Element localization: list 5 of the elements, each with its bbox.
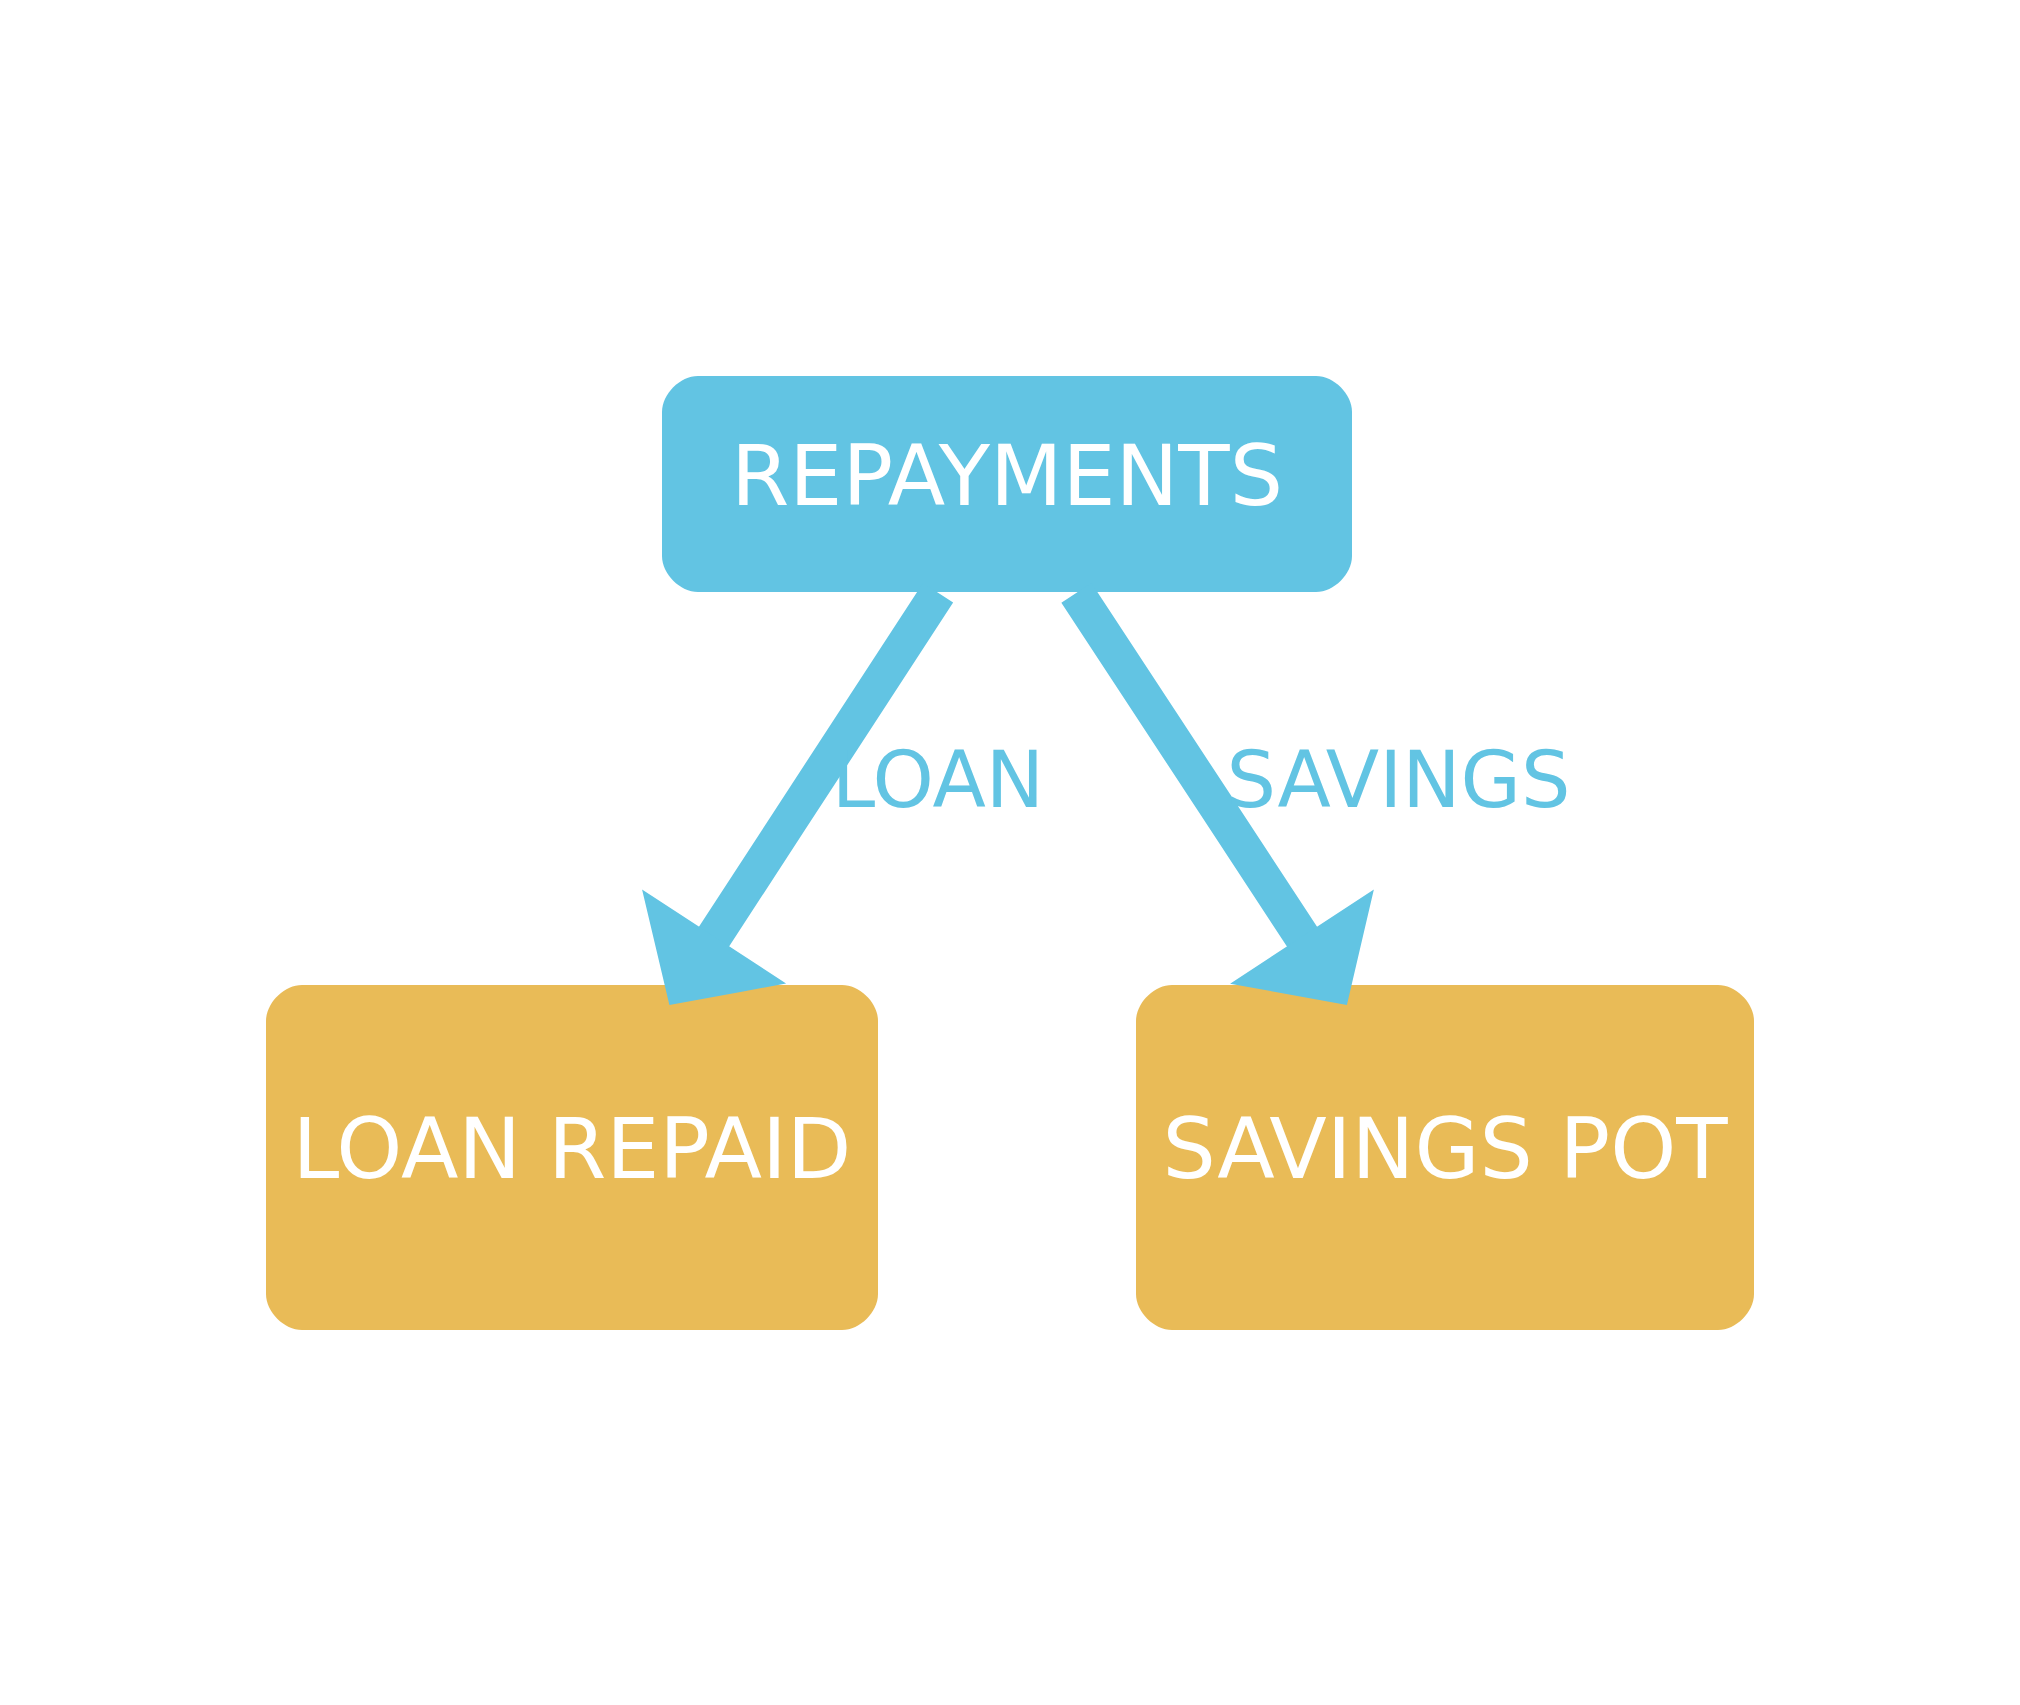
edge-label: SAVINGS <box>1226 734 1571 825</box>
node-box: REPAYMENTS <box>662 375 1352 592</box>
edge-label: LOAN <box>831 734 1045 825</box>
node-box: LOAN REPAID <box>266 984 878 1330</box>
node-box: SAVINGS POT <box>1136 984 1754 1330</box>
